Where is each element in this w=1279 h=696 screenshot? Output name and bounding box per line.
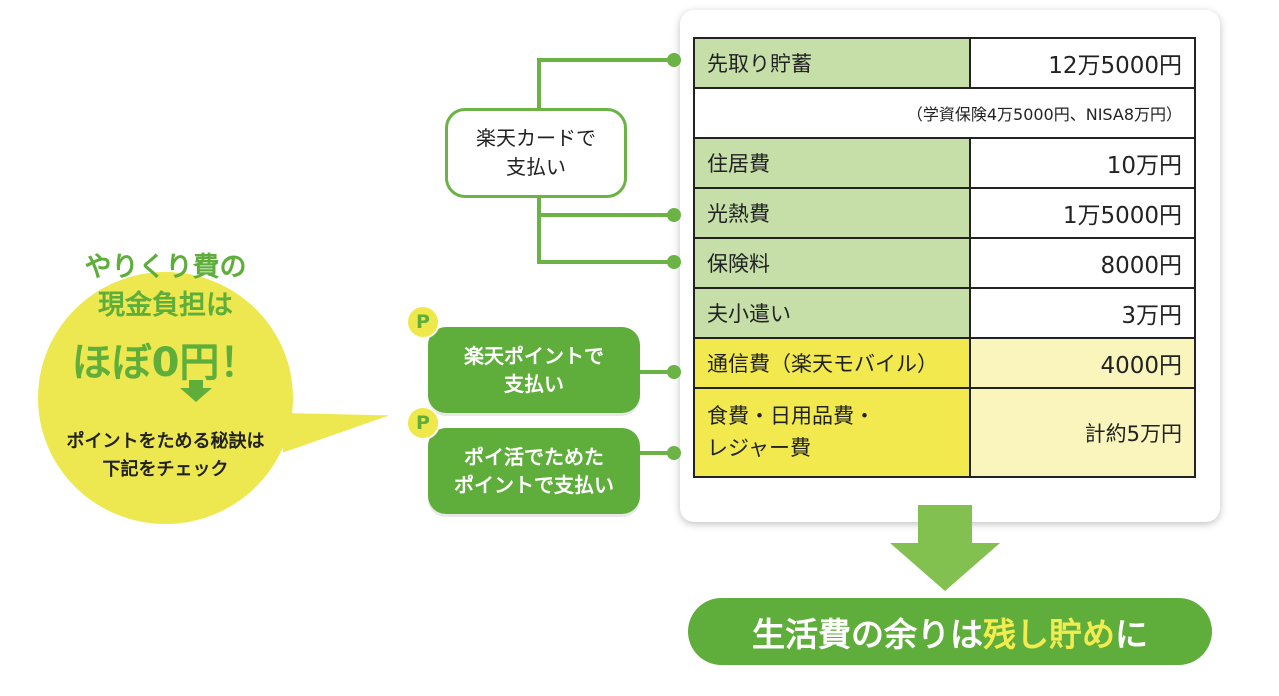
- table-row: 通信費（楽天モバイル）4000円: [693, 337, 1196, 389]
- connector-dot: [667, 255, 681, 269]
- points-badge-icon: P: [406, 305, 440, 339]
- summary-bubble: [38, 272, 293, 524]
- label-line: 楽天ポイントで: [464, 344, 604, 368]
- label-line: ポイ活でためた: [464, 445, 604, 469]
- row-label: 住居費: [693, 137, 971, 189]
- result-banner: 生活費の余りは残し貯めに: [688, 598, 1212, 665]
- label-line: 楽天カードで: [476, 126, 596, 150]
- result-arrow-icon: [890, 543, 1000, 591]
- bubble-line1: やりくり費の: [84, 252, 247, 283]
- row-value: 10万円: [969, 137, 1196, 189]
- row-label: 食費・日用品費・レジャー費: [693, 387, 971, 478]
- label-line: 食費・日用品費・: [707, 404, 875, 428]
- connector-line: [537, 260, 673, 264]
- connector-dot: [667, 365, 681, 379]
- result-highlight: 残し貯め: [983, 614, 1115, 654]
- label-line: 支払い: [506, 155, 566, 179]
- row-value: 12万5000円: [969, 37, 1196, 89]
- label-line: ポイントで支払い: [454, 473, 614, 497]
- label-line: 支払い: [504, 372, 564, 396]
- bubble-line2: 現金負担は: [98, 290, 233, 321]
- row-value: 1万5000円: [969, 187, 1196, 239]
- connector-line: [630, 370, 673, 374]
- row-label: 先取り貯蓄: [693, 37, 971, 89]
- table-row: 食費・日用品費・レジャー費計約5万円: [693, 387, 1196, 478]
- down-arrow-stem: [189, 380, 203, 390]
- label-line: レジャー費: [707, 435, 811, 460]
- row-value: 計約5万円: [969, 387, 1196, 478]
- row-label: 夫小遣い: [693, 287, 971, 339]
- row-value: 3万円: [969, 287, 1196, 339]
- poikatsu-points-box: ポイ活でためたポイントで支払い: [428, 428, 640, 514]
- table-row: （学資保険4万5000円、NISA8万円）: [693, 87, 1196, 139]
- down-arrow-icon: [180, 388, 212, 402]
- bubble-line3: ほぼ0円！: [71, 340, 260, 386]
- connector-dot: [667, 446, 681, 460]
- connector-line: [537, 213, 673, 217]
- row-note: （学資保険4万5000円、NISA8万円）: [693, 87, 1196, 139]
- result-text: 生活費の余りは: [752, 614, 983, 654]
- bubble-sub2: 下記をチェック: [102, 459, 229, 480]
- connector-dot: [667, 208, 681, 222]
- bubble-sub1: ポイントをためる秘訣は: [66, 431, 265, 452]
- points-badge-icon: P: [406, 406, 440, 440]
- row-label: 光熱費: [693, 187, 971, 239]
- connector-line: [537, 58, 673, 62]
- connector-line: [630, 451, 673, 455]
- bubble-tail: [277, 397, 393, 453]
- row-value: 8000円: [969, 237, 1196, 289]
- row-value: 4000円: [969, 337, 1196, 389]
- result-text: に: [1115, 614, 1148, 654]
- rakuten-points-box: 楽天ポイントで支払い: [428, 327, 640, 413]
- connector-dot: [667, 53, 681, 67]
- row-label: 保険料: [693, 237, 971, 289]
- card-payment-box: 楽天カードで支払い: [445, 108, 627, 198]
- row-label: 通信費（楽天モバイル）: [693, 337, 971, 389]
- result-arrow-stem: [918, 505, 972, 545]
